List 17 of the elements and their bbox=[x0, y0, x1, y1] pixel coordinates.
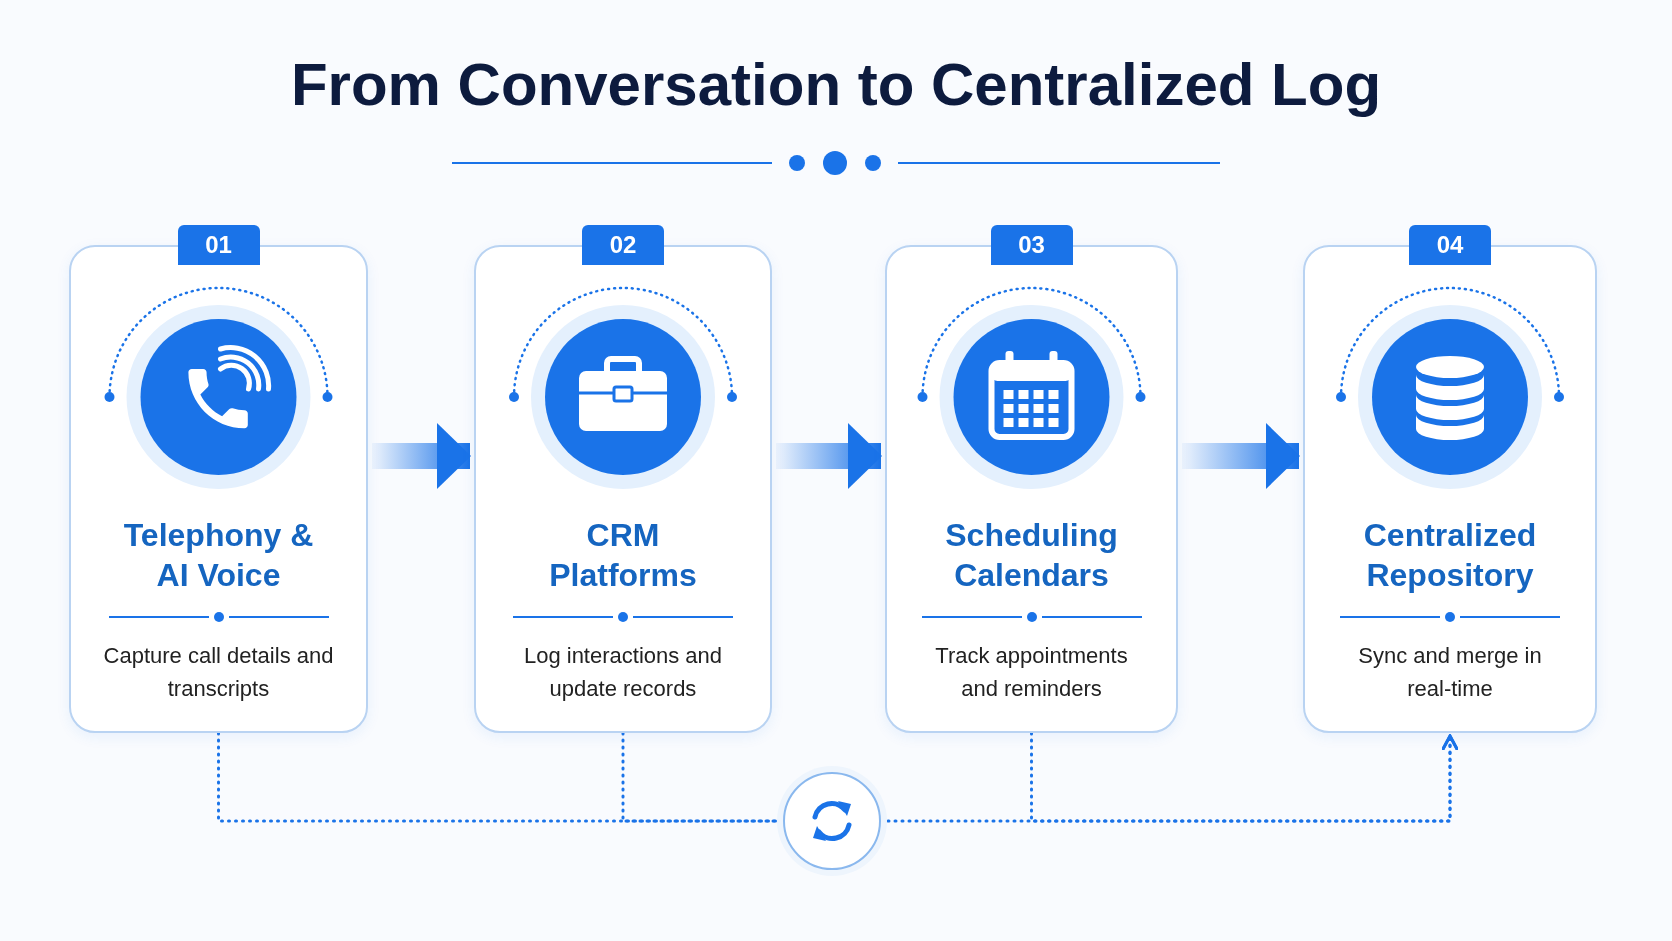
step-number-badge: 04 bbox=[1409, 225, 1491, 265]
step-description: Sync and merge in real-time bbox=[1357, 642, 1543, 703]
step-title: Scheduling Calendars bbox=[944, 516, 1119, 595]
step-description: Capture call details and transcripts bbox=[103, 642, 334, 703]
step-number-badge: 01 bbox=[177, 225, 260, 265]
flow-arrow bbox=[1182, 423, 1300, 489]
step-number-badge: 03 bbox=[990, 225, 1073, 265]
flow-arrow bbox=[776, 423, 882, 489]
dotted-connector bbox=[1030, 731, 1459, 823]
step-description: Track appointments and reminders bbox=[934, 642, 1129, 703]
step-title: CRM Platforms bbox=[548, 516, 698, 595]
step-title: Telephony & AI Voice bbox=[122, 516, 315, 595]
flow-arrow bbox=[372, 423, 471, 489]
step-number-badge: 02 bbox=[582, 225, 664, 265]
step-description: Log interactions and update records bbox=[522, 642, 724, 703]
step-title: Centralized Repository bbox=[1362, 516, 1538, 595]
diagram-title: From Conversation to Centralized Log bbox=[289, 50, 1383, 119]
